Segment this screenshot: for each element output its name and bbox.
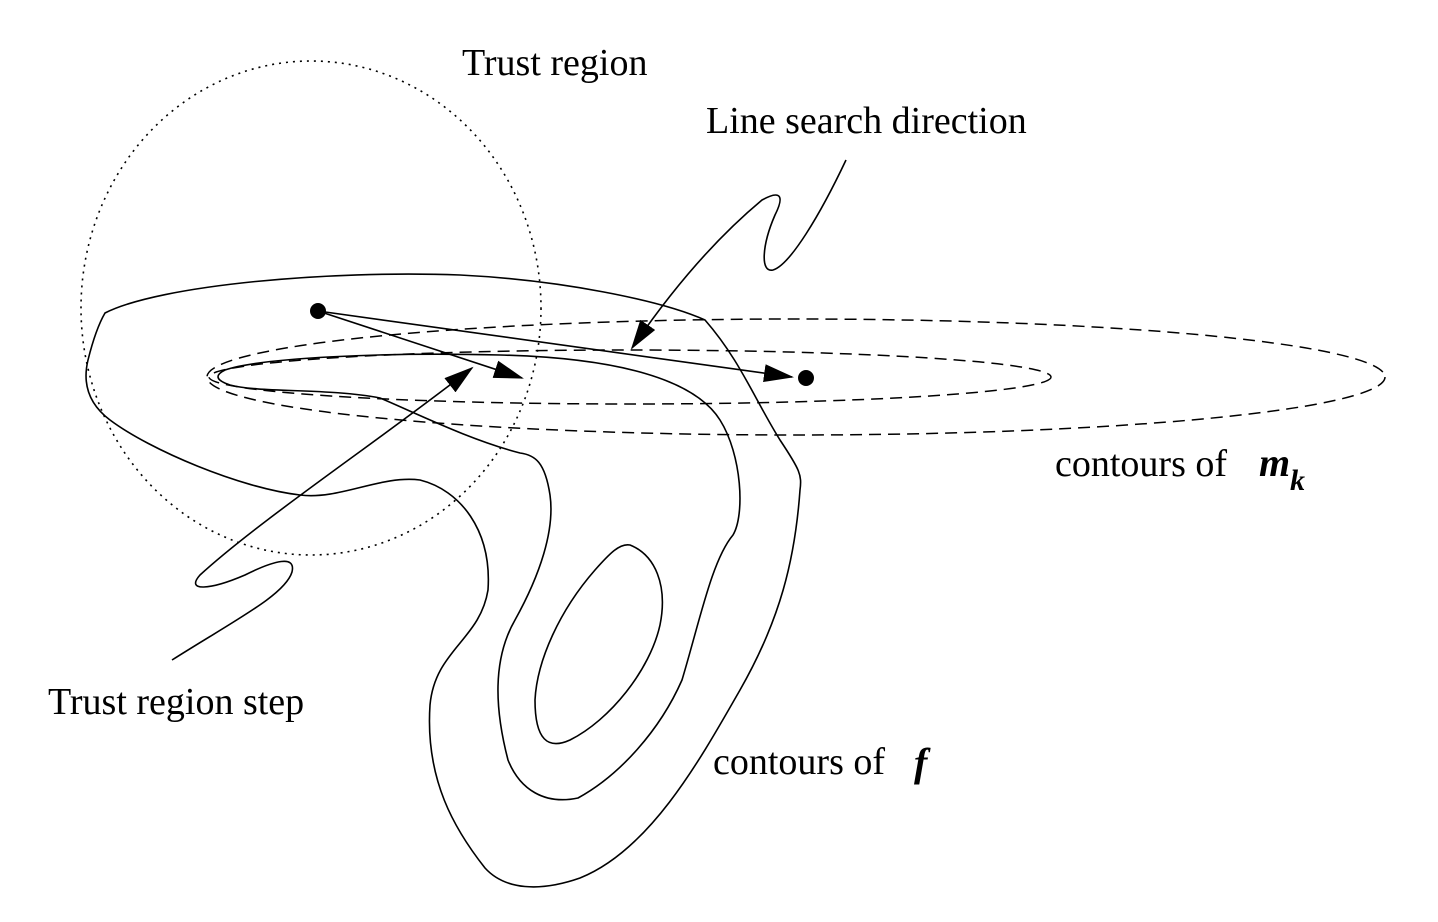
contours-f-var: f <box>914 740 931 785</box>
contours-mk-var: m <box>1259 440 1290 485</box>
line-search-direction-arrow <box>317 310 794 383</box>
f-contour-middle <box>217 353 741 801</box>
contours-mk-label: contours of <box>1055 443 1227 485</box>
trust-region-step-label: Trust region step <box>48 681 304 723</box>
f-contour-outer <box>85 273 802 888</box>
f-contour-inner <box>534 544 664 745</box>
mk-contour-inner <box>208 349 1052 405</box>
trust-region-step-arrow <box>317 310 524 379</box>
mk-contour-outer <box>206 318 1386 436</box>
contours-mk-prefix: contours of <box>1055 443 1227 485</box>
trust-region-label: Trust region <box>462 42 647 84</box>
current-iterate-point <box>310 303 326 319</box>
model-minimizer-point <box>798 370 814 386</box>
trust-region-circle <box>80 60 542 556</box>
line-search-direction-label: Line search direction <box>706 100 1027 142</box>
line-search-leader <box>630 159 847 350</box>
contours-f-label: contours of <box>713 741 885 783</box>
contours-mk-sub: k <box>1290 464 1305 497</box>
trust-region-step-leader <box>171 366 474 661</box>
